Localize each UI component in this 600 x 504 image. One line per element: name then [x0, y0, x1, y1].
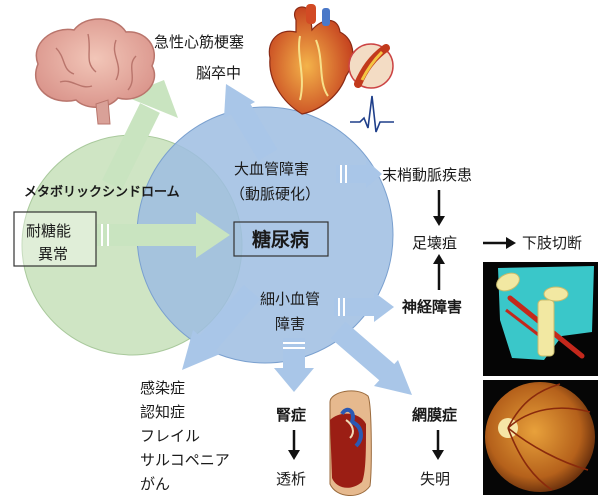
- label-metabolic: メタボリックシンドローム: [24, 184, 180, 200]
- label-dialysis: 透析: [276, 470, 306, 488]
- arrow-macro-to-pad: [336, 160, 382, 188]
- retina-icon: [483, 380, 598, 495]
- label-igt-2: 異常: [38, 245, 68, 263]
- label-micro-1: 細小血管: [260, 290, 320, 308]
- label-macro-2: （動脈硬化）: [230, 185, 320, 203]
- brain-icon: [35, 18, 156, 125]
- arrow-retinopathy-to-blindness: [432, 430, 444, 460]
- label-pad: 末梢動脈疾患: [382, 166, 472, 184]
- arrow-metabolic-to-stroke: [102, 80, 178, 190]
- arrow-macro-to-stroke: [224, 84, 278, 161]
- label-retinopathy: 網膜症: [412, 406, 457, 424]
- label-foot: 足壊疽: [412, 234, 457, 252]
- label-igt-1: 耐糖能: [26, 222, 71, 240]
- label-neuropathy: 神経障害: [402, 298, 462, 316]
- kidney-icon: [329, 390, 372, 496]
- label-amputation: 下肢切断: [522, 234, 582, 252]
- label-micro-2: 障害: [275, 315, 305, 333]
- arrow-micro-to-neuropathy: [334, 292, 394, 322]
- igt-box: [13, 211, 97, 267]
- label-macro-1: 大血管障害: [234, 160, 309, 178]
- label-other-1: 感染症: [140, 379, 185, 397]
- artery-inset-icon: [348, 43, 394, 89]
- label-other-5: がん: [140, 475, 170, 493]
- arrow-nephropathy-to-dialysis: [288, 430, 300, 460]
- label-other-3: フレイル: [140, 427, 200, 445]
- arrow-pad-to-foot: [433, 190, 445, 226]
- arrow-foot-to-amputation: [483, 237, 516, 249]
- label-other-2: 認知症: [140, 403, 185, 421]
- label-diabetes: 糖尿病: [252, 228, 309, 251]
- label-other-4: サルコペニア: [140, 451, 230, 469]
- arrow-neuropathy-to-foot: [433, 254, 445, 290]
- label-stroke: 脳卒中: [196, 64, 241, 82]
- arrow-micro-to-retinopathy: [330, 321, 412, 395]
- ecg-icon: [350, 95, 394, 133]
- label-blindness: 失明: [420, 470, 450, 488]
- label-nephropathy: 腎症: [276, 406, 306, 424]
- heart-icon: [268, 4, 354, 115]
- label-mi: 急性心筋梗塞: [154, 33, 244, 51]
- arrow-micro-to-nephropathy: [274, 338, 314, 392]
- arrow-igt-to-diabetes: [96, 212, 230, 258]
- diabetes-box: [233, 221, 329, 257]
- arrow-to-other-diseases: [182, 284, 261, 370]
- crutch-icon: [483, 262, 598, 376]
